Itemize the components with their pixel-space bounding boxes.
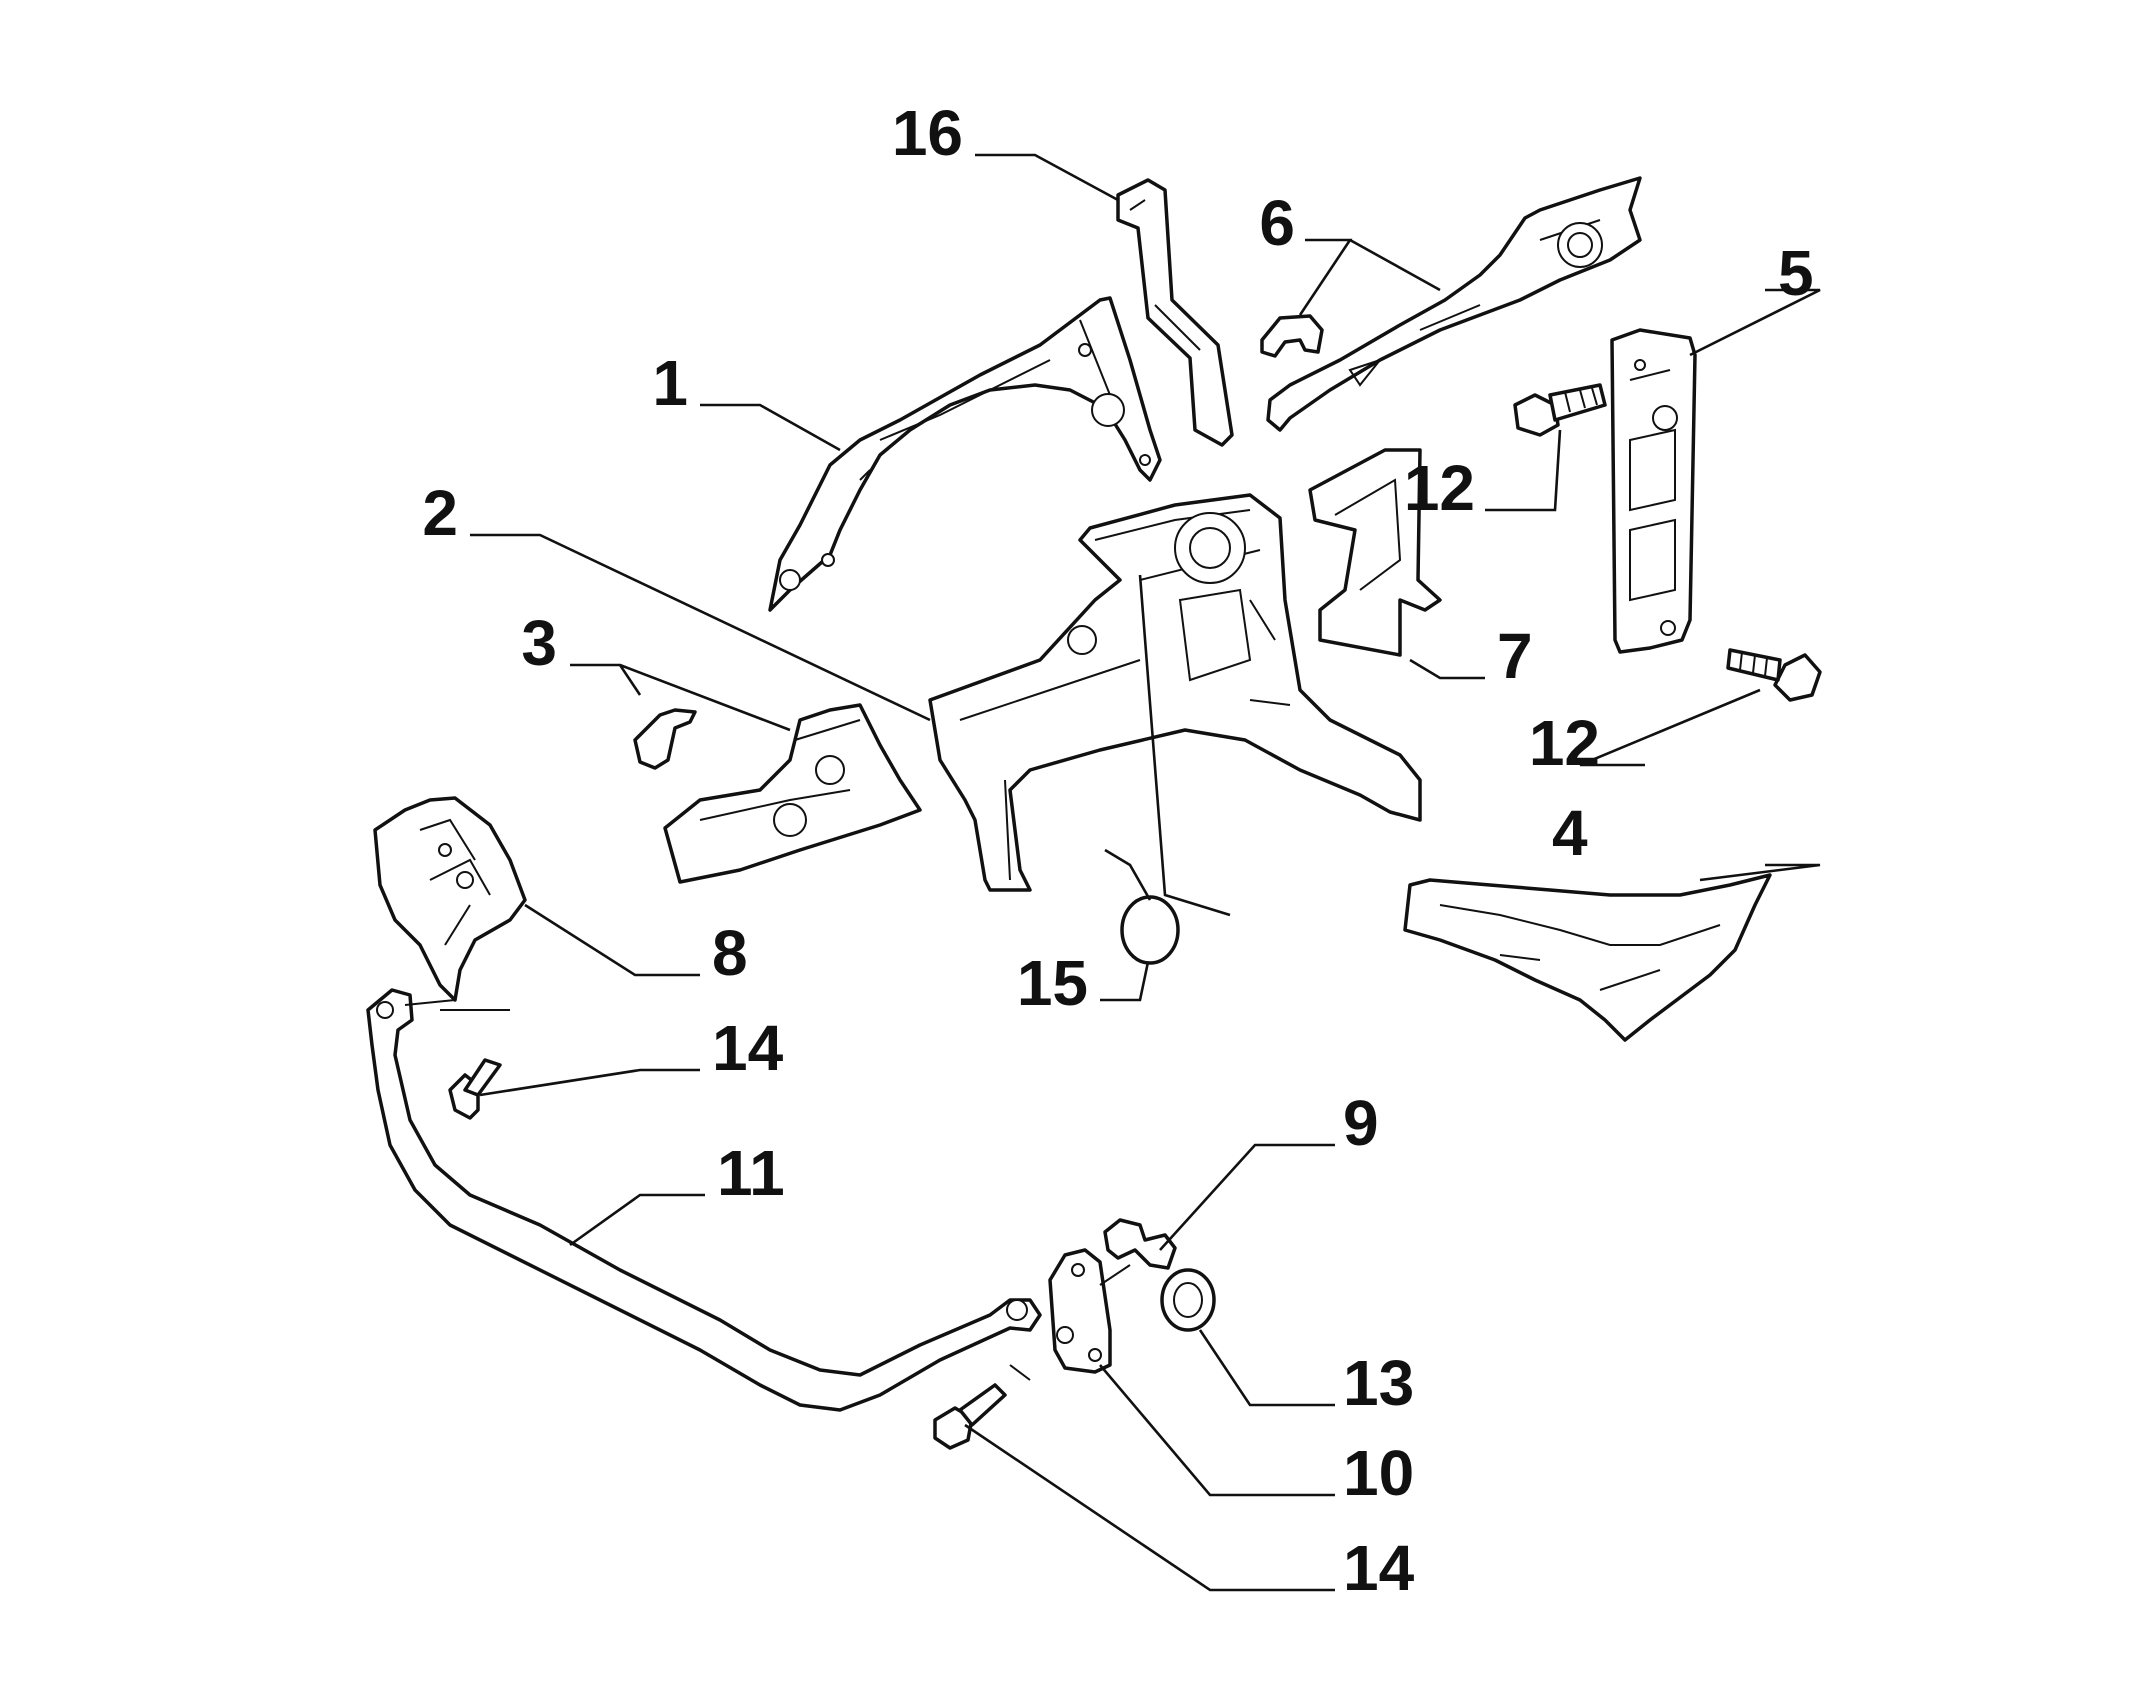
- part-12-bolt-lower: [1726, 648, 1822, 702]
- callout-1: 1: [652, 347, 688, 419]
- callout-2: 2: [422, 477, 458, 549]
- callout-12-upper: 12: [1404, 452, 1475, 524]
- callout-12-lower: 12: [1529, 707, 1600, 779]
- part-7-support-bracket: [1308, 448, 1442, 657]
- callout-13: 13: [1343, 1347, 1414, 1419]
- part-4-lower-arch-panel: [1403, 873, 1772, 1042]
- part-1-wheel-arch-panel: [768, 296, 1162, 612]
- callout-9: 9: [1343, 1087, 1379, 1159]
- part-2-side-member-assembly: [928, 493, 1422, 892]
- callout-16: 16: [892, 97, 963, 169]
- callout-10: 10: [1343, 1437, 1414, 1509]
- part-8-mount-bracket: [373, 796, 527, 1002]
- part-5-vertical-bracket: [1610, 328, 1697, 654]
- callout-15: 15: [1017, 947, 1088, 1019]
- leader-lines: [404, 153, 1821, 1592]
- callout-3: 3: [521, 607, 557, 679]
- part-14-bolt-left: [448, 1058, 502, 1120]
- part-15-plug: [1120, 895, 1180, 965]
- callout-14-left: 14: [712, 1012, 784, 1084]
- callout-labels: 1 2 3 4 5 6 7 8 9 10 11 12 12 13 14 14 1…: [422, 97, 1813, 1604]
- part-10-plate: [1048, 1248, 1112, 1374]
- callout-8: 8: [712, 917, 748, 989]
- part-12-bolt-upper: [1513, 383, 1607, 437]
- callout-14-lower: 14: [1343, 1532, 1415, 1604]
- part-6-upper-rail: [1260, 176, 1642, 432]
- part-11-anti-roll-bar: [366, 988, 1042, 1412]
- callout-5: 5: [1778, 237, 1814, 309]
- part-14-bolt-lower: [933, 1383, 1007, 1450]
- part-9-clamp: [1103, 1218, 1177, 1270]
- callout-6: 6: [1259, 187, 1295, 259]
- part-13-bushing: [1160, 1268, 1216, 1332]
- callout-4: 4: [1552, 797, 1588, 869]
- callout-7: 7: [1497, 620, 1533, 692]
- part-16-reinforcement-strip: [1116, 178, 1234, 447]
- part-3-inner-panel: [633, 703, 922, 884]
- callout-11: 11: [717, 1137, 785, 1209]
